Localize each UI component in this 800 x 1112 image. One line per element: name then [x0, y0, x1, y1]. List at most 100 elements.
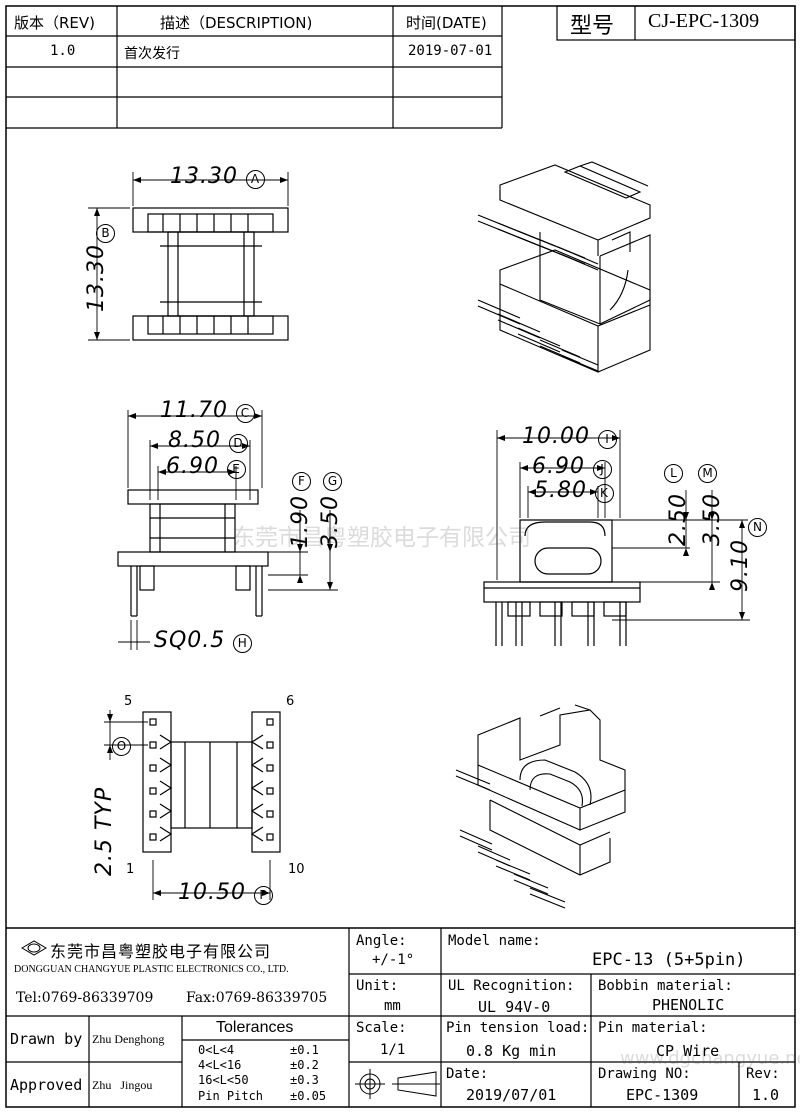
projection-symbol	[355, 1069, 440, 1099]
outer-border	[5, 5, 796, 1108]
company-logo	[21, 940, 47, 956]
dim-top-height: 13.30	[84, 244, 109, 312]
model-name-value: EPC-13 (5+5pin)	[592, 950, 746, 970]
tolerances-label: Tolerances	[216, 1019, 294, 1036]
tag-l-wrap: L	[664, 462, 683, 483]
tag-m-wrap: M	[698, 462, 717, 483]
approved-label: Approved	[10, 1076, 83, 1094]
approved-value: Zhu Jingou	[92, 1078, 153, 1092]
pin-5-label: 5	[124, 694, 133, 709]
rev-row-1-rev: 1.0	[50, 43, 76, 59]
pin-10-label: 10	[288, 862, 305, 877]
bobbin-label: Bobbin material:	[598, 978, 733, 994]
pin-material-value: CP Wire	[656, 1042, 720, 1060]
tag-a: A	[245, 170, 265, 189]
tag-n: N	[748, 518, 767, 537]
tol-range-4: Pin Pitch	[198, 1089, 264, 1103]
tag-p: P	[253, 886, 273, 905]
revision-table-lines	[6, 6, 503, 129]
tag-m: M	[698, 464, 717, 483]
scale-value: 1/1	[380, 1042, 406, 1058]
company-name-en: DONGGUAN CHANGYUE PLASTIC ELECTRONICS CO…	[14, 964, 289, 975]
company-tel: Tel:0769-86339709	[16, 990, 154, 1006]
dim-top-width: 13.30 A	[170, 164, 265, 189]
tag-j: J	[592, 460, 612, 479]
tag-b-wrap: B	[96, 222, 115, 243]
tol-range-1: 0<L<4	[198, 1043, 235, 1057]
tag-i: I	[597, 430, 617, 449]
watermark-corner: www.dgchangyue.net	[620, 1048, 800, 1069]
tension-label: Pin tension load:	[446, 1020, 590, 1036]
dim-side-d1: 10.00 I	[522, 424, 617, 449]
drawing-no-label: Drawing NO:	[598, 1066, 691, 1082]
dim-side-d3: 5.80 K	[534, 478, 614, 503]
unit-value: mm	[384, 998, 401, 1014]
tol-range-3: 16<L<50	[198, 1073, 249, 1087]
company-name-cn: 东莞市昌粤塑胶电子有限公司	[50, 942, 272, 961]
model-box-value: CJ-EPC-1309	[648, 10, 760, 32]
ul-label: UL Recognition:	[448, 978, 575, 994]
tag-c: C	[235, 404, 255, 423]
tag-n-wrap: N	[748, 516, 767, 537]
dim-side-h3: 9.10	[728, 539, 753, 592]
model-name-label: Model name:	[448, 933, 541, 949]
pin-1-label: 1	[126, 862, 135, 877]
date-label: Date:	[446, 1066, 489, 1082]
pin-6-label: 6	[286, 694, 295, 709]
dim-side-h1: 2.50	[666, 493, 691, 546]
tol-value-1: ±0.1	[290, 1043, 319, 1057]
tag-f: F	[292, 472, 311, 491]
rev-row-1-desc: 首次发行	[124, 46, 180, 62]
drawn-by-value: Zhu Denghong	[92, 1032, 165, 1046]
tag-b: B	[96, 224, 115, 243]
rev-row-1-date: 2019-07-01	[408, 43, 493, 59]
side-view-shape	[483, 519, 641, 646]
tag-g: G	[323, 472, 342, 491]
top-view-shape	[132, 207, 289, 341]
dim-side-h2: 3.50	[700, 493, 725, 546]
tag-g-wrap: G	[323, 470, 342, 491]
model-box-label: 型号	[570, 14, 615, 39]
dim-front-d3: 6.90 E	[166, 454, 246, 479]
tag-f-wrap: F	[292, 470, 311, 491]
tag-e: E	[226, 460, 246, 479]
company-fax: Fax:0769-86339705	[186, 990, 328, 1006]
angle-value: +/-1°	[372, 952, 415, 968]
isometric-view-bottom	[455, 704, 626, 909]
dim-bottom-pitch: 2.5 TYP	[92, 786, 117, 876]
tol-value-3: ±0.3	[290, 1073, 319, 1087]
tol-value-4: ±0.05	[290, 1089, 327, 1103]
bobbin-value: PHENOLIC	[652, 996, 725, 1014]
dim-front-pin: SQ0.5 H	[154, 628, 253, 653]
rev-label: Rev:	[746, 1066, 780, 1082]
ul-value: UL 94V-0	[478, 998, 551, 1016]
model-box-frame	[556, 5, 796, 41]
tol-value-2: ±0.2	[290, 1058, 319, 1072]
bottom-view-shape	[142, 711, 281, 853]
watermark-center: 东莞市昌粤塑胶电子有限公司	[232, 525, 531, 551]
tag-k: K	[594, 484, 614, 503]
front-view-shape	[117, 489, 269, 617]
title-block-lines	[6, 927, 795, 1107]
tag-o-wrap: O	[112, 735, 131, 756]
scale-label: Scale:	[356, 1020, 407, 1036]
rev-header: 版本（REV)	[14, 14, 96, 32]
date-header: 时间(DATE)	[406, 14, 487, 32]
tension-value: 0.8 Kg min	[466, 1042, 557, 1060]
side-view-dims	[496, 430, 750, 621]
unit-label: Unit:	[356, 978, 399, 994]
tag-o: O	[112, 737, 131, 756]
tol-range-2: 4<L<16	[198, 1058, 242, 1072]
top-view-dims	[88, 172, 289, 341]
tag-h: H	[233, 634, 253, 653]
isometric-view-top	[477, 161, 651, 373]
rev-value: 1.0	[752, 1086, 780, 1104]
dim-front-d1: 11.70 C	[160, 398, 255, 423]
dim-front-d2: 8.50 D	[168, 428, 248, 453]
date-value: 2019/07/01	[466, 1086, 557, 1104]
dim-side-d2: 6.90 J	[532, 454, 612, 479]
angle-label: Angle:	[356, 933, 407, 949]
dim-bottom-span: 10.50 P	[178, 880, 273, 905]
front-view-dims	[118, 410, 338, 650]
